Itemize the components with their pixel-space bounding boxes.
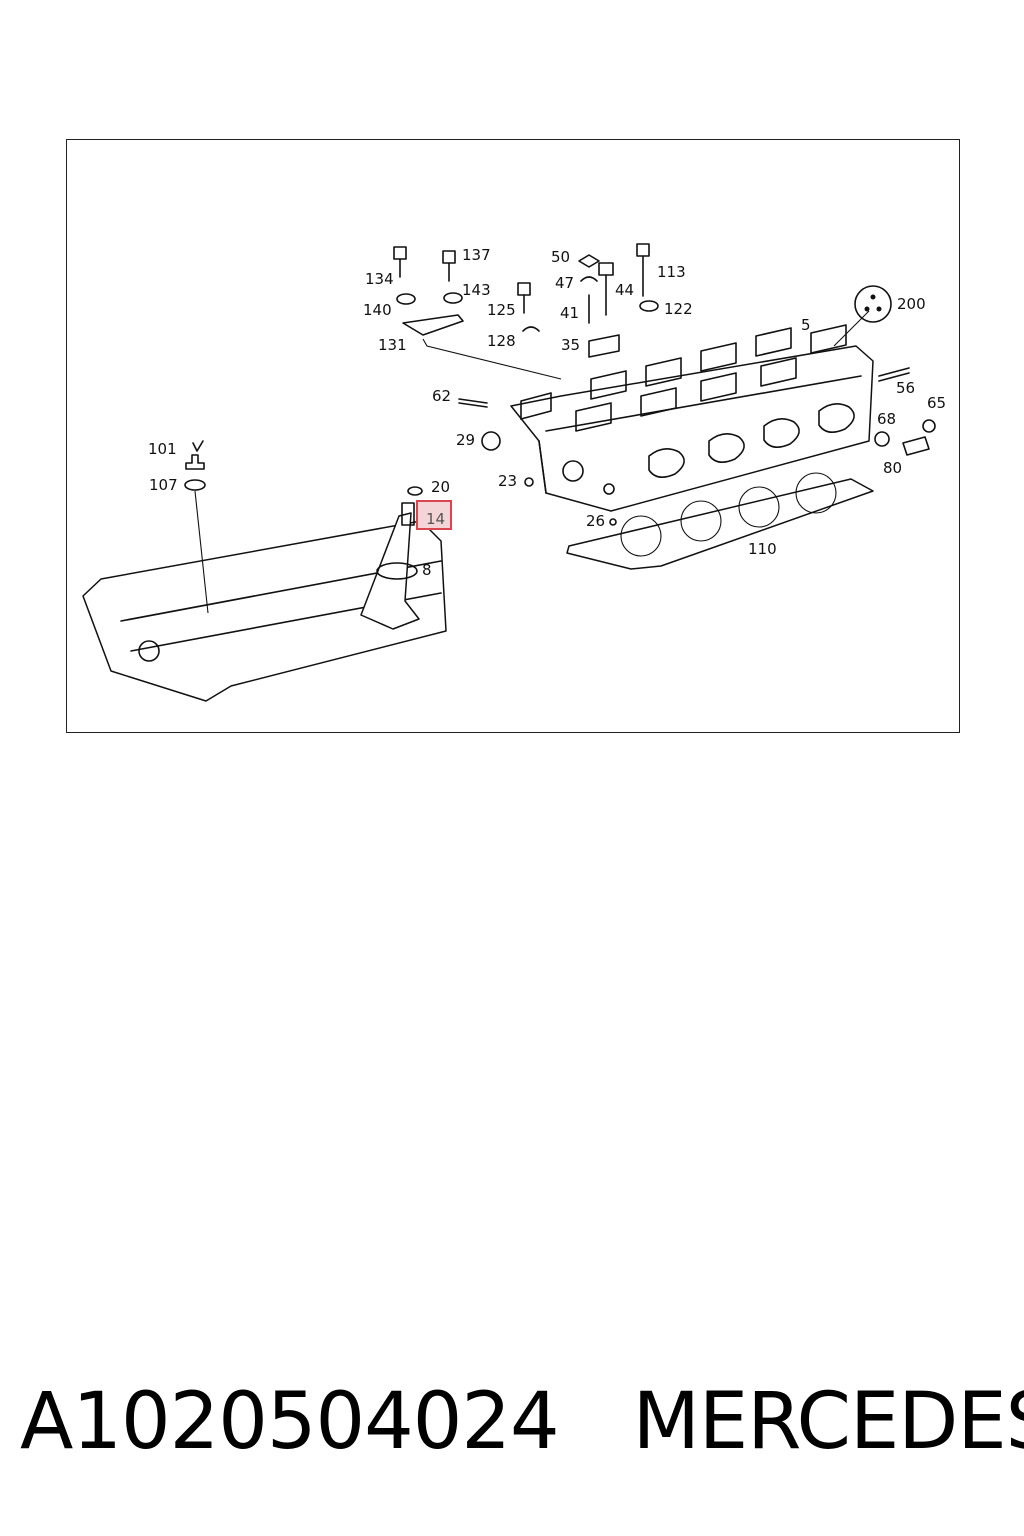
callout-62: 62 xyxy=(432,387,451,405)
callout-14-highlighted: 14 xyxy=(426,510,445,528)
callout-56: 56 xyxy=(896,379,915,397)
callout-20: 20 xyxy=(431,478,450,496)
callout-68: 68 xyxy=(877,410,896,428)
callout-8: 8 xyxy=(422,561,432,579)
diagram-frame: 134 137 140 143 131 50 47 44 113 41 125 … xyxy=(66,139,960,733)
callout-labels: 134 137 140 143 131 50 47 44 113 41 125 … xyxy=(148,246,946,579)
callout-122: 122 xyxy=(664,300,693,318)
valve-assembly-drawing xyxy=(82,440,452,702)
callout-200: 200 xyxy=(897,295,926,313)
callout-41: 41 xyxy=(560,304,579,322)
brand-name: MERCEDES xyxy=(632,1377,1024,1467)
part-number: A1020504024 xyxy=(20,1377,560,1467)
callout-140: 140 xyxy=(363,301,392,319)
callout-107: 107 xyxy=(149,476,178,494)
callout-134: 134 xyxy=(365,270,394,288)
callout-131: 131 xyxy=(378,336,407,354)
footer-caption: A1020504024 MERCEDES xyxy=(20,1372,1024,1472)
callout-44: 44 xyxy=(615,281,634,299)
exploded-parts-diagram: 134 137 140 143 131 50 47 44 113 41 125 … xyxy=(82,243,946,702)
callout-35: 35 xyxy=(561,336,580,354)
callout-101: 101 xyxy=(148,440,177,458)
callout-5: 5 xyxy=(801,316,811,334)
callout-128: 128 xyxy=(487,332,516,350)
callout-137: 137 xyxy=(462,246,491,264)
callout-50: 50 xyxy=(551,248,570,266)
callout-47: 47 xyxy=(555,274,574,292)
callout-65: 65 xyxy=(927,394,946,412)
callout-29: 29 xyxy=(456,431,475,449)
callout-125: 125 xyxy=(487,301,516,319)
callout-110: 110 xyxy=(748,540,777,558)
callout-80: 80 xyxy=(883,459,902,477)
callout-143: 143 xyxy=(462,281,491,299)
cylinder-head-drawing xyxy=(393,243,936,570)
callout-26: 26 xyxy=(586,512,605,530)
callout-23: 23 xyxy=(498,472,517,490)
callout-113: 113 xyxy=(657,263,686,281)
